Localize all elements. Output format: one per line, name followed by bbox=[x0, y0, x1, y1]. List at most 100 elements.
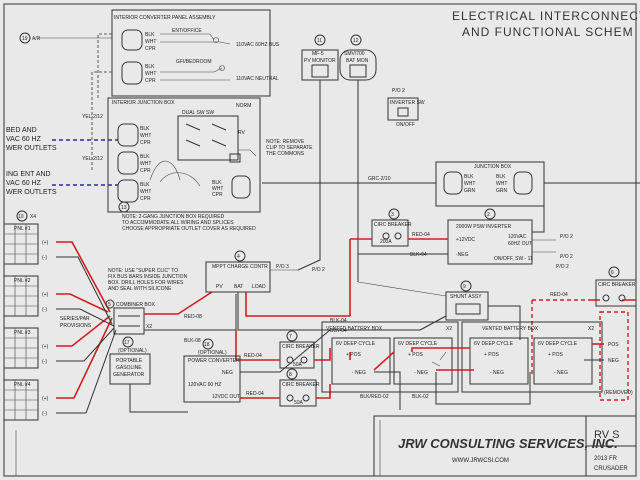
converter-label: POWER CONVERTER bbox=[188, 358, 240, 364]
interior-panel-title: INTERIOR CONVERTER PANEL ASSEMBLY bbox=[114, 15, 216, 21]
inverter-box bbox=[447, 219, 533, 265]
battery-box-left-x2: X2 bbox=[446, 326, 452, 332]
svg-text:BLK: BLK bbox=[145, 32, 155, 38]
dual-switch-box bbox=[177, 115, 239, 161]
breaker8-label: CIRC BREAKER bbox=[282, 382, 320, 388]
circuit-breaker-7 bbox=[279, 341, 315, 369]
ref-9: 9 bbox=[463, 284, 466, 290]
panel-internal-wires bbox=[160, 33, 231, 81]
grc-wire-label: GRC-2/10 bbox=[368, 176, 391, 182]
bat-monitor-model: SMV/700 bbox=[344, 51, 365, 57]
ent-outlets-line3: WER OUTLETS bbox=[6, 189, 57, 196]
inverter-onoff: ON/OFF, SW - 11 bbox=[494, 256, 533, 262]
ref-10: 10 bbox=[18, 214, 24, 220]
junction-outlet-3: BLK WHT CPR bbox=[117, 179, 151, 203]
svg-text:(-): (-) bbox=[42, 411, 47, 417]
red04-label-b: RED-04 bbox=[244, 353, 262, 359]
ref-6: 6 bbox=[611, 270, 614, 276]
svg-text:+ POS: + POS bbox=[484, 352, 500, 358]
company-name: JRW CONSULTING SERVICES, INC. bbox=[398, 436, 618, 451]
battery-red-links bbox=[349, 347, 474, 371]
battery-left-2: 6V DEEP CYCLE + POS - NEG bbox=[393, 337, 453, 385]
ref-3: 3 bbox=[391, 212, 394, 218]
svg-text:WHT: WHT bbox=[464, 181, 475, 187]
blk04-label-b: BLK-04 bbox=[330, 318, 347, 324]
breaker7-label: CIRC BREAKER bbox=[282, 344, 320, 350]
combiner-label: COMBINER BOX bbox=[116, 302, 156, 308]
remove-clip-note-1: NOTE: REMOVE bbox=[266, 139, 305, 145]
ref-8: 8 bbox=[289, 372, 292, 378]
battery-left-1: 6V DEEP CYCLE + POS - NEG bbox=[331, 337, 391, 385]
svg-text:BLK: BLK bbox=[212, 180, 222, 186]
inverter-switch-box bbox=[387, 97, 419, 121]
dual-switch-label: DUAL SW SW bbox=[182, 110, 214, 116]
svg-text:CPR: CPR bbox=[140, 196, 151, 202]
mppt-pv-terminal: PV bbox=[216, 284, 223, 290]
red-08-pv-feed bbox=[144, 291, 213, 315]
junction-box-label: JUNCTION BOX bbox=[474, 164, 512, 170]
svg-text:BLK: BLK bbox=[140, 182, 150, 188]
super-clic-note-3: BOX. DRILL HOLES FOR WIRES bbox=[108, 280, 184, 286]
svg-text:BLK: BLK bbox=[464, 174, 474, 180]
battery-black-links bbox=[374, 371, 531, 410]
svg-text:+ POS: + POS bbox=[346, 352, 362, 358]
title-block-rv: RV S bbox=[594, 429, 619, 441]
breaker6-label: CIRC BREAKER bbox=[598, 282, 636, 288]
ref-19-circle bbox=[19, 32, 31, 44]
clip-pointer bbox=[238, 149, 257, 157]
removed-pos: POS bbox=[608, 342, 619, 348]
generator-output bbox=[129, 384, 188, 413]
inverter-label: 2000W PSW INVERTER bbox=[456, 224, 512, 230]
company-url: WWW.JRWCSI.COM bbox=[452, 458, 509, 464]
shunt-label: SHUNT ASSY bbox=[450, 294, 482, 300]
pv-monitor-label: PV MONITOR bbox=[304, 58, 336, 64]
svg-text:- NEG: - NEG bbox=[554, 370, 568, 376]
ref-5: 5 bbox=[108, 302, 111, 308]
svg-text:PNL #1: PNL #1 bbox=[14, 226, 31, 232]
svg-text:PNL #3: PNL #3 bbox=[14, 330, 31, 336]
junction-box bbox=[435, 161, 545, 207]
blk-08-pv-return bbox=[144, 294, 237, 331]
svg-text:GRN: GRN bbox=[496, 188, 508, 194]
inverter-12v: +12VDC bbox=[456, 237, 475, 243]
ref-19: 19 bbox=[22, 36, 28, 42]
blk-red-02-label: BLK/RED-02 bbox=[360, 394, 389, 400]
bed-outlets-line3: WER OUTLETS bbox=[6, 145, 57, 152]
ref-4: 4 bbox=[237, 254, 240, 260]
bed-outlets-line2: VAC 60 HZ bbox=[6, 136, 42, 143]
svg-text:WHT: WHT bbox=[496, 181, 507, 187]
combiner-busbars bbox=[118, 315, 140, 327]
circuit-breaker-8 bbox=[279, 379, 317, 407]
svg-text:- NEG: - NEG bbox=[352, 370, 366, 376]
breaker7-amps: 50A bbox=[293, 362, 303, 368]
pd-label-a: P/O 2 bbox=[560, 234, 573, 240]
svg-text:(+): (+) bbox=[42, 240, 49, 246]
ent-outlets-line1: ING ENT AND bbox=[6, 171, 51, 178]
power-converter-box bbox=[183, 355, 241, 403]
clip-connector bbox=[229, 153, 241, 163]
inverter-ac-out bbox=[532, 206, 545, 233]
ref-13: 13 bbox=[121, 205, 127, 211]
red-04-to-breaker7 bbox=[235, 330, 280, 361]
diagram-title-line2: AND FUNCTIONAL SCHEM bbox=[462, 25, 634, 39]
battery-box-right bbox=[461, 321, 603, 393]
svg-text:PNL #2: PNL #2 bbox=[14, 278, 31, 284]
svg-text:WHT: WHT bbox=[145, 39, 156, 45]
pv-panel-3: PNL #3 bbox=[3, 327, 39, 369]
blk-02-label: BLK-02 bbox=[412, 394, 429, 400]
outlet-blue-feeds bbox=[52, 139, 118, 186]
shunt-wiring bbox=[419, 305, 521, 340]
ref-13-circle bbox=[118, 201, 130, 213]
ref-10-circle bbox=[16, 210, 28, 222]
svg-text:CPR: CPR bbox=[212, 192, 223, 198]
yel-wire-2-label: YEL-2/12 bbox=[82, 156, 103, 162]
neutral-label: 110VAC NEUTRAL bbox=[236, 76, 279, 82]
pv-positive-wires bbox=[56, 241, 113, 399]
ref-12-circle bbox=[350, 34, 362, 46]
ref-7-circle bbox=[286, 330, 298, 342]
junction-outlet-1: BLK WHT CPR bbox=[117, 123, 151, 147]
battery-box-right-label: VENTED BATTERY BOX bbox=[482, 326, 539, 332]
battery-right-1: 6V DEEP CYCLE + POS - NEG bbox=[469, 337, 529, 385]
pv-monitor-model: MF-5 bbox=[312, 51, 324, 57]
ref-19-ar: A/R bbox=[32, 36, 41, 42]
